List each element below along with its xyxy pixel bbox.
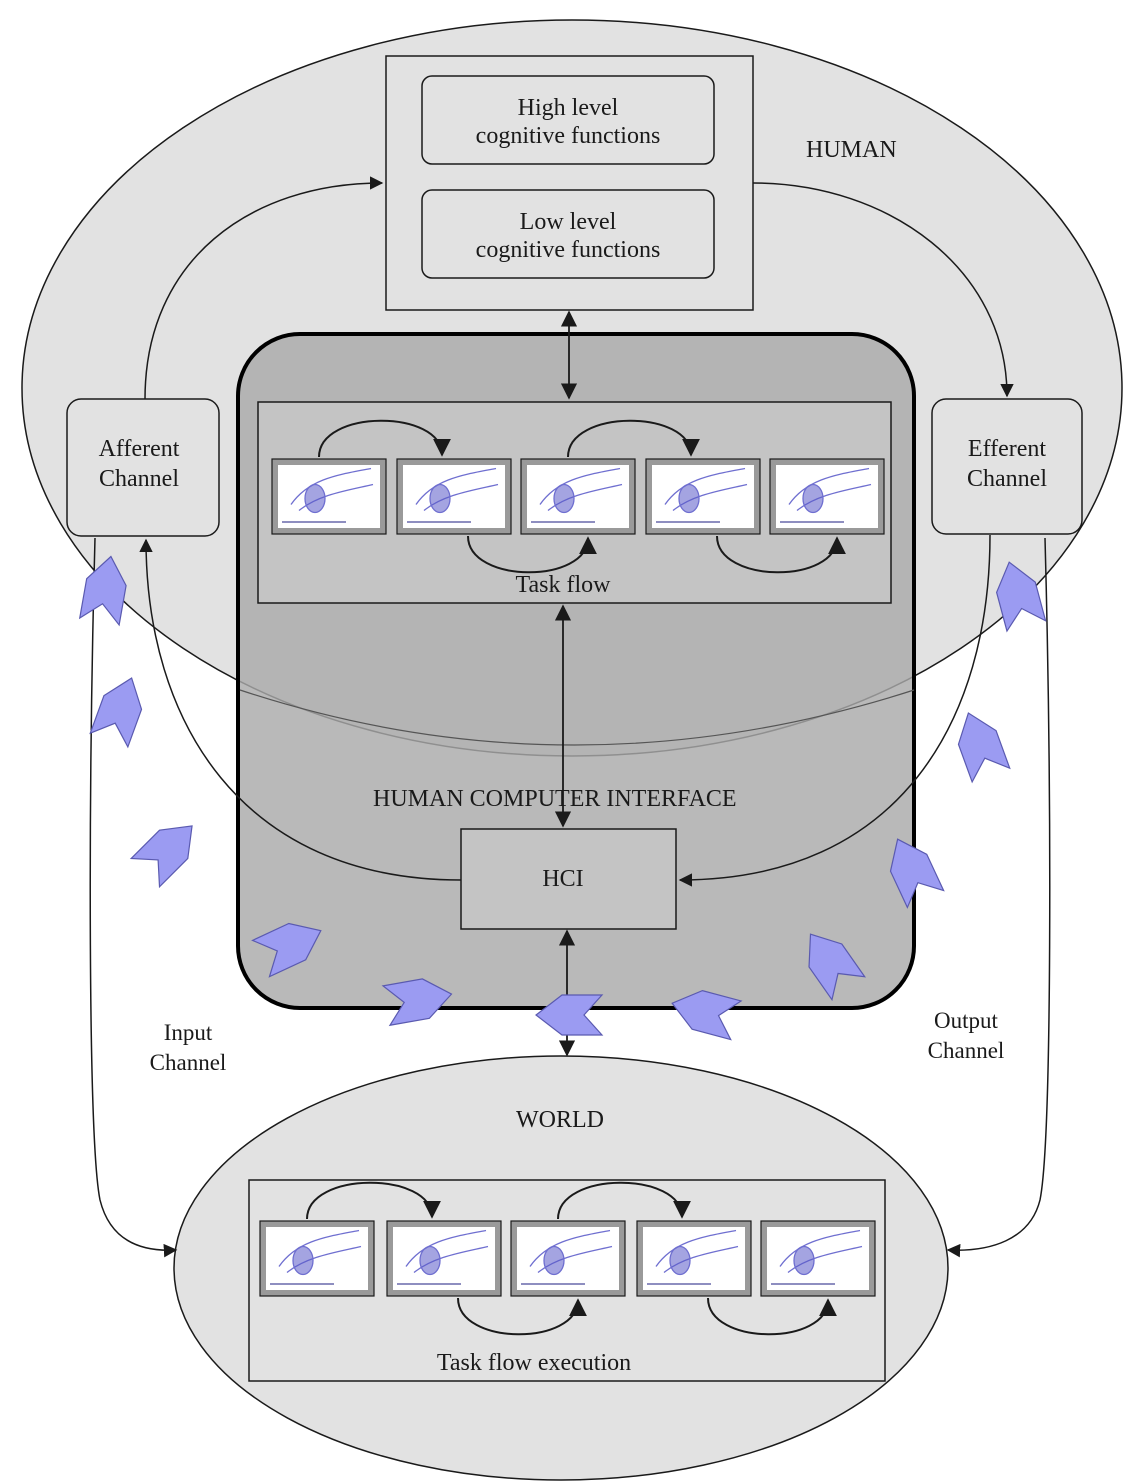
chevron-arrow-icon xyxy=(995,561,1047,633)
task-frame xyxy=(645,458,761,535)
task-flow-execution-frames xyxy=(259,1181,876,1336)
task-frame xyxy=(386,1220,502,1297)
efferent-to-hci-arrow xyxy=(678,534,991,887)
task-frame xyxy=(769,458,885,535)
cognition-to-efferent-arrow xyxy=(752,182,1014,398)
chevron-arrow-icon xyxy=(671,989,743,1041)
chevron-arrow-icon xyxy=(78,555,127,627)
low-level-line1: Low level xyxy=(520,209,617,235)
efferent-line2: Channel xyxy=(967,466,1047,492)
channel-chevrons xyxy=(78,555,1047,1041)
chevron-arrow-icon xyxy=(535,994,604,1036)
high-level-line2: cognitive functions xyxy=(476,123,661,149)
task-step-arrow xyxy=(467,535,597,574)
task-frame xyxy=(396,458,512,535)
hci-box xyxy=(460,828,677,930)
chevron-arrow-icon xyxy=(381,978,453,1027)
afferent-to-cognition-arrow xyxy=(144,176,384,400)
task-step-arrow xyxy=(716,535,846,574)
hand-drawing-icon xyxy=(647,1229,739,1285)
task-step-arrow xyxy=(567,419,700,458)
task-frame xyxy=(510,1220,626,1297)
high-level-box xyxy=(421,75,715,165)
hci-to-afferent-arrow xyxy=(139,538,462,881)
output-channel-line2: Channel xyxy=(928,1038,1005,1063)
hand-drawing-icon xyxy=(656,467,748,523)
task-step-arrow xyxy=(707,1297,837,1336)
hci-box-label: HCI xyxy=(542,866,583,892)
high-level-line1: High level xyxy=(518,95,619,121)
chevron-arrow-icon xyxy=(889,838,945,909)
task-frame xyxy=(760,1220,876,1297)
chevron-arrow-icon xyxy=(957,712,1011,784)
low-level-line2: cognitive functions xyxy=(476,237,661,263)
chevron-arrow-icon xyxy=(89,677,143,749)
efferent-box xyxy=(931,398,1083,535)
input-channel-line1: Input xyxy=(164,1020,213,1045)
hand-drawing-icon xyxy=(771,1229,863,1285)
chevron-arrow-icon xyxy=(129,825,193,889)
task-step-arrow xyxy=(318,419,451,458)
afferent-line1: Afferent xyxy=(99,436,180,462)
input-channel-line xyxy=(89,537,178,1258)
task-flow-frames xyxy=(271,419,885,574)
low-level-box xyxy=(421,189,715,279)
task-frame xyxy=(259,1220,375,1297)
task-flow-label: Task flow xyxy=(516,572,612,598)
afferent-line2: Channel xyxy=(99,466,179,492)
task-frame xyxy=(271,458,387,535)
hand-drawing-icon xyxy=(270,1229,362,1285)
world-label: WORLD xyxy=(516,1107,604,1133)
hand-drawing-icon xyxy=(407,467,499,523)
task-frame xyxy=(520,458,636,535)
task-flow-execution-label: Task flow execution xyxy=(437,1350,631,1376)
hand-drawing-icon xyxy=(531,467,623,523)
chevron-arrow-icon xyxy=(808,933,867,1002)
task-step-arrow xyxy=(457,1297,587,1336)
chevron-arrow-icon xyxy=(251,922,322,978)
task-frame xyxy=(636,1220,752,1297)
input-channel-line2: Channel xyxy=(150,1050,227,1075)
hand-drawing-icon xyxy=(780,467,872,523)
task-step-arrow xyxy=(306,1181,441,1220)
human-label: HUMAN xyxy=(806,137,897,163)
afferent-box xyxy=(66,398,220,537)
hand-drawing-icon xyxy=(282,467,374,523)
hand-drawing-icon xyxy=(397,1229,489,1285)
task-step-arrow xyxy=(557,1181,691,1220)
human-ellipse-overlap-edge xyxy=(239,689,915,746)
hand-drawing-icon xyxy=(521,1229,613,1285)
output-channel-line1: Output xyxy=(934,1008,999,1033)
hci-section-label: HUMAN COMPUTER INTERFACE xyxy=(373,786,737,812)
efferent-line1: Efferent xyxy=(968,436,1047,462)
output-channel-line xyxy=(946,537,1051,1258)
